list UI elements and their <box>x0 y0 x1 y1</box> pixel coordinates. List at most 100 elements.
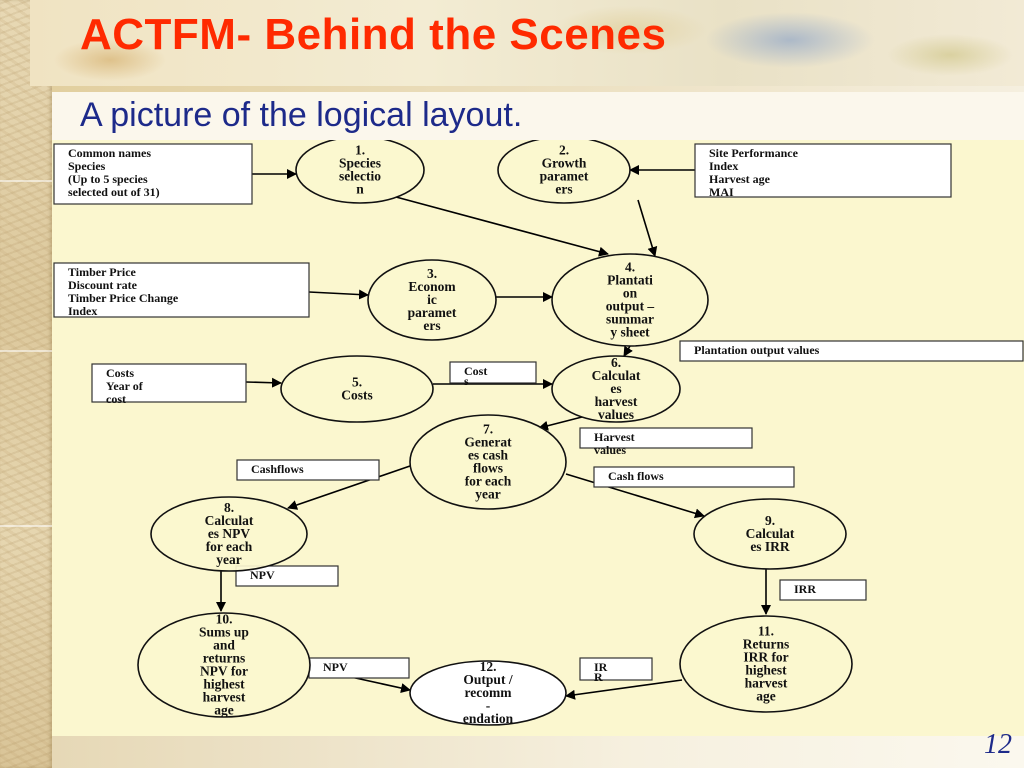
box-outline <box>579 427 753 449</box>
data-box-b-plantation-values: Plantation output values <box>679 340 1024 362</box>
node-ellipse <box>150 496 308 572</box>
edges-layer <box>216 165 771 700</box>
box-label-line: Timber Price <box>68 265 137 279</box>
box-label-line: Index <box>68 304 97 318</box>
node-label-line: for each <box>206 539 253 554</box>
node-label-line: - <box>486 698 491 713</box>
box-label-line: s <box>464 374 469 388</box>
header-strip <box>52 86 1024 92</box>
node-ellipse <box>679 615 853 713</box>
node-label: 12.Output /recomm-endation <box>463 659 514 726</box>
box-outline <box>579 657 653 681</box>
box-label-line: Common names <box>68 146 151 160</box>
node-label-line: Econom <box>408 279 456 294</box>
box-label-line: Year of <box>106 379 144 393</box>
box-label-line: Timber Price Change <box>68 291 179 305</box>
data-box-b-npv-1: NPV <box>235 565 339 587</box>
node-ellipse <box>280 355 434 423</box>
box-label-line: MAI <box>709 185 734 199</box>
box-outline <box>694 143 952 198</box>
node-label-line: Species <box>339 156 381 171</box>
node-label-line: ic <box>427 292 437 307</box>
node-ellipse <box>367 259 497 341</box>
node-label-line: paramet <box>540 169 589 184</box>
node-ellipse <box>551 253 709 347</box>
node-label-line: Calculat <box>746 526 795 541</box>
box-label: NPV <box>323 660 348 674</box>
box-label: Cash flows <box>608 469 664 483</box>
box-label: NPV <box>250 568 275 582</box>
node-label-line: 3. <box>427 266 437 281</box>
node-ellipse <box>137 612 311 718</box>
box-label: Cashflows <box>251 462 304 476</box>
node-label-line: Sums up <box>199 625 249 640</box>
node-label-line: summar <box>606 312 654 327</box>
node-ellipse <box>551 355 681 423</box>
node-label-line: output – <box>606 299 655 314</box>
node-label-line: 11. <box>758 624 774 639</box>
node-label-line: 9. <box>765 513 775 528</box>
box-label-line: Costs <box>106 366 134 380</box>
node-label-line: returns <box>203 651 246 666</box>
box-label: IRR <box>794 582 816 596</box>
edge-n2-to-n4 <box>637 199 658 257</box>
node-ellipse <box>409 660 567 726</box>
node-ellipse <box>409 414 567 510</box>
node-label-line: age <box>756 689 776 704</box>
node-label-line: year <box>475 487 500 502</box>
node-label-line: 1. <box>355 143 365 158</box>
node-label-line: Generat <box>464 435 512 450</box>
node-label-line: endation <box>463 711 514 726</box>
box-label-line: Index <box>709 159 738 173</box>
node-label-line: selectio <box>339 169 381 184</box>
node-label-line: highest <box>745 663 787 678</box>
node-label-line: values <box>598 407 634 422</box>
edge-b_costs_in-to-n5 <box>245 377 282 388</box>
node-label-line: flows <box>473 461 503 476</box>
box-label-line: IRR <box>794 582 816 596</box>
node-label-line: 5. <box>352 375 362 390</box>
node-label-line: es cash <box>468 448 509 463</box>
data-box-b-irr-1: IRR <box>779 579 867 601</box>
box-label-line: cost <box>106 392 126 406</box>
node-label-line: 7. <box>483 422 493 437</box>
node-label-line: harvest <box>203 690 246 705</box>
slide-title: ACTFM- Behind the Scenes <box>80 10 667 59</box>
node-label-line: Output / <box>463 672 512 687</box>
box-outline <box>449 361 537 384</box>
node-label-line: 4. <box>625 260 635 275</box>
box-outline <box>679 340 1024 362</box>
box-outline <box>779 579 867 601</box>
box-outline <box>235 565 339 587</box>
node-label-line: year <box>216 552 241 567</box>
edge-n6-to-n7 <box>538 416 583 431</box>
node-label-line: es IRR <box>750 539 790 554</box>
node-label-line: es <box>610 381 621 396</box>
box-label-line: (Up to 5 species <box>68 172 148 186</box>
